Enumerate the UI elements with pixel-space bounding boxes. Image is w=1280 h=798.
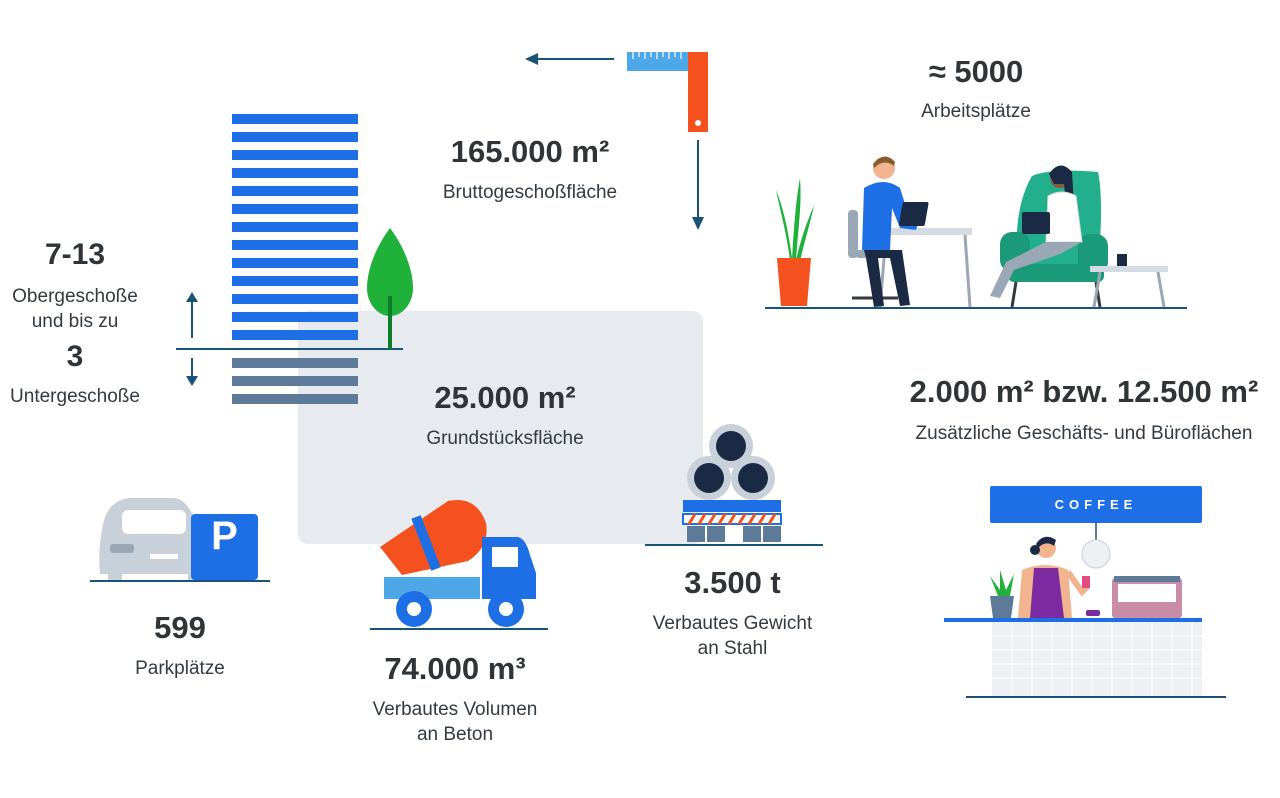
- floors-below-value: 3: [66, 340, 84, 373]
- gross-area-label: Bruttogeschoßfläche: [442, 182, 618, 203]
- floors-connector-label: und bis zu: [31, 311, 119, 332]
- jobs-value: ≈ 5000: [928, 54, 1024, 89]
- floors-above-label: Obergeschoße: [12, 286, 138, 307]
- steel-pipes-icon: [645, 424, 823, 546]
- plot-area-value: 25.000 m²: [434, 380, 576, 415]
- gross-area-value: 165.000 m²: [450, 134, 610, 169]
- ruler-icon: [525, 52, 708, 230]
- office-workers-icon: [765, 156, 1187, 309]
- parking-sign-letter: P: [211, 514, 238, 558]
- coffee-shop-icon: [944, 523, 1226, 698]
- concrete-volume-label-line2: an Beton: [416, 724, 494, 745]
- jobs-label: Arbeitsplätze: [921, 101, 1031, 122]
- commercial-area-value: 2.000 m² bzw. 12.500 m²: [909, 374, 1259, 409]
- steel-weight-value: 3.500 t: [684, 565, 781, 600]
- parking-value: 599: [154, 610, 206, 645]
- concrete-volume-label-line1: Verbautes Volumen: [372, 699, 538, 720]
- coffee-sign: COFFEE: [990, 486, 1202, 523]
- concrete-mixer-icon: [370, 499, 548, 630]
- parking-icon: [90, 498, 270, 582]
- steel-weight-label-line1: Verbautes Gewicht: [652, 613, 813, 634]
- commercial-area-label: Zusätzliche Geschäfts- und Büroflächen: [915, 423, 1253, 444]
- steel-weight-label-line2: an Stahl: [697, 638, 768, 659]
- floors-below-label: Untergeschoße: [10, 386, 140, 407]
- plot-area-label: Grundstücksfläche: [426, 428, 584, 449]
- parking-label: Parkplätze: [135, 658, 225, 679]
- concrete-volume-value: 74.000 m³: [384, 651, 526, 686]
- tree-icon: [367, 228, 413, 349]
- floors-above-value: 7-13: [44, 238, 106, 271]
